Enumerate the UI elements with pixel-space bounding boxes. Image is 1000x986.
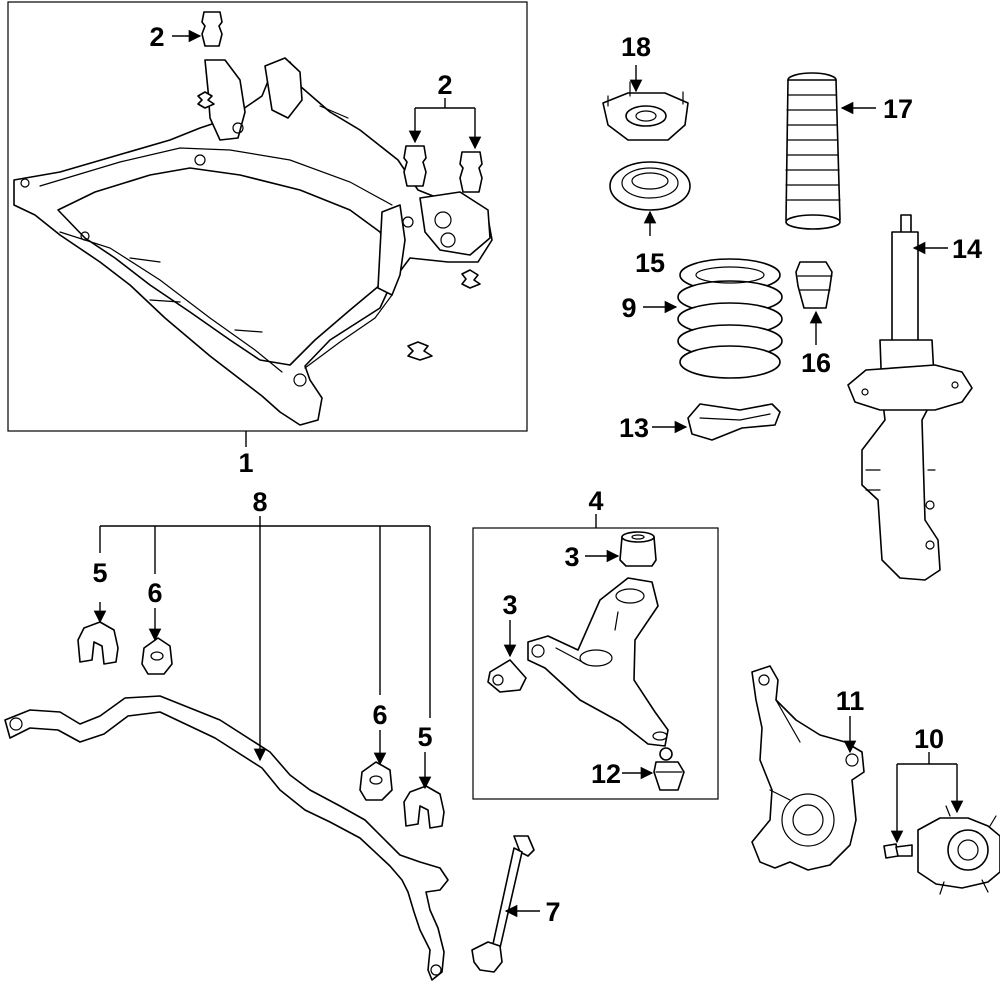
subframe-bumper-part[interactable] [201, 11, 223, 47]
callout-1: 1 [238, 448, 253, 478]
subframe-group-frame [7, 1, 528, 432]
steering-knuckle-part[interactable] [751, 665, 865, 871]
callout-5-right: 5 [417, 722, 432, 752]
strut-mount-part[interactable] [602, 81, 689, 141]
subframe-clip [407, 341, 433, 361]
callout-15: 15 [635, 248, 665, 278]
callout-14: 14 [952, 234, 982, 264]
callout-6-left: 6 [147, 578, 162, 608]
callout-7: 7 [545, 897, 560, 927]
spring-seat-part[interactable] [687, 403, 781, 441]
leader-lines [93, 29, 964, 918]
strut-assembly-part[interactable] [847, 214, 973, 581]
stabilizer-bushing-part[interactable] [359, 761, 393, 801]
callout-3-left: 3 [502, 590, 517, 620]
stabilizer-bar-part[interactable] [4, 695, 449, 981]
callout-10: 10 [914, 724, 944, 754]
subframe-clip [461, 269, 481, 289]
stabilizer-link-part[interactable] [471, 835, 535, 973]
wheel-bolt-part[interactable] [883, 843, 913, 859]
lower-control-arm-part[interactable] [527, 577, 669, 747]
subframe-bumper-part[interactable] [459, 151, 483, 193]
control-arm-bushing-part[interactable] [487, 659, 527, 693]
stabilizer-bracket-part[interactable] [403, 785, 445, 829]
ball-joint-part[interactable] [653, 747, 685, 791]
coil-spring-part[interactable] [677, 258, 783, 379]
subframe-clip [197, 91, 215, 109]
stabilizer-bushing-part[interactable] [141, 637, 173, 675]
callout-13: 13 [619, 413, 649, 443]
callout-2-pair: 2 [437, 70, 452, 100]
callout-12: 12 [591, 759, 621, 789]
control-arm-bushing-part[interactable] [619, 531, 657, 567]
callout-3-top: 3 [564, 542, 579, 572]
dust-boot-part[interactable] [785, 72, 841, 230]
wheel-hub-part[interactable] [917, 805, 1000, 895]
callout-17: 17 [883, 94, 913, 124]
subframe-part[interactable] [13, 57, 493, 426]
stabilizer-bracket-part[interactable] [77, 621, 119, 665]
callout-11: 11 [836, 686, 865, 716]
callout-4: 4 [588, 486, 603, 516]
callout-6-right: 6 [372, 700, 387, 730]
callout-8: 8 [252, 487, 267, 517]
callout-5-left: 5 [92, 558, 107, 588]
callout-2-top: 2 [149, 22, 164, 52]
callout-9: 9 [621, 293, 636, 323]
callout-16: 16 [801, 348, 831, 378]
bump-stop-part[interactable] [795, 261, 833, 309]
subframe-bumper-part[interactable] [403, 145, 427, 187]
callout-labels: 1 2 2 3 3 4 5 5 6 6 7 8 9 10 11 12 13 14… [92, 22, 982, 927]
callout-18: 18 [621, 32, 651, 62]
strut-bearing-part[interactable] [609, 161, 691, 211]
